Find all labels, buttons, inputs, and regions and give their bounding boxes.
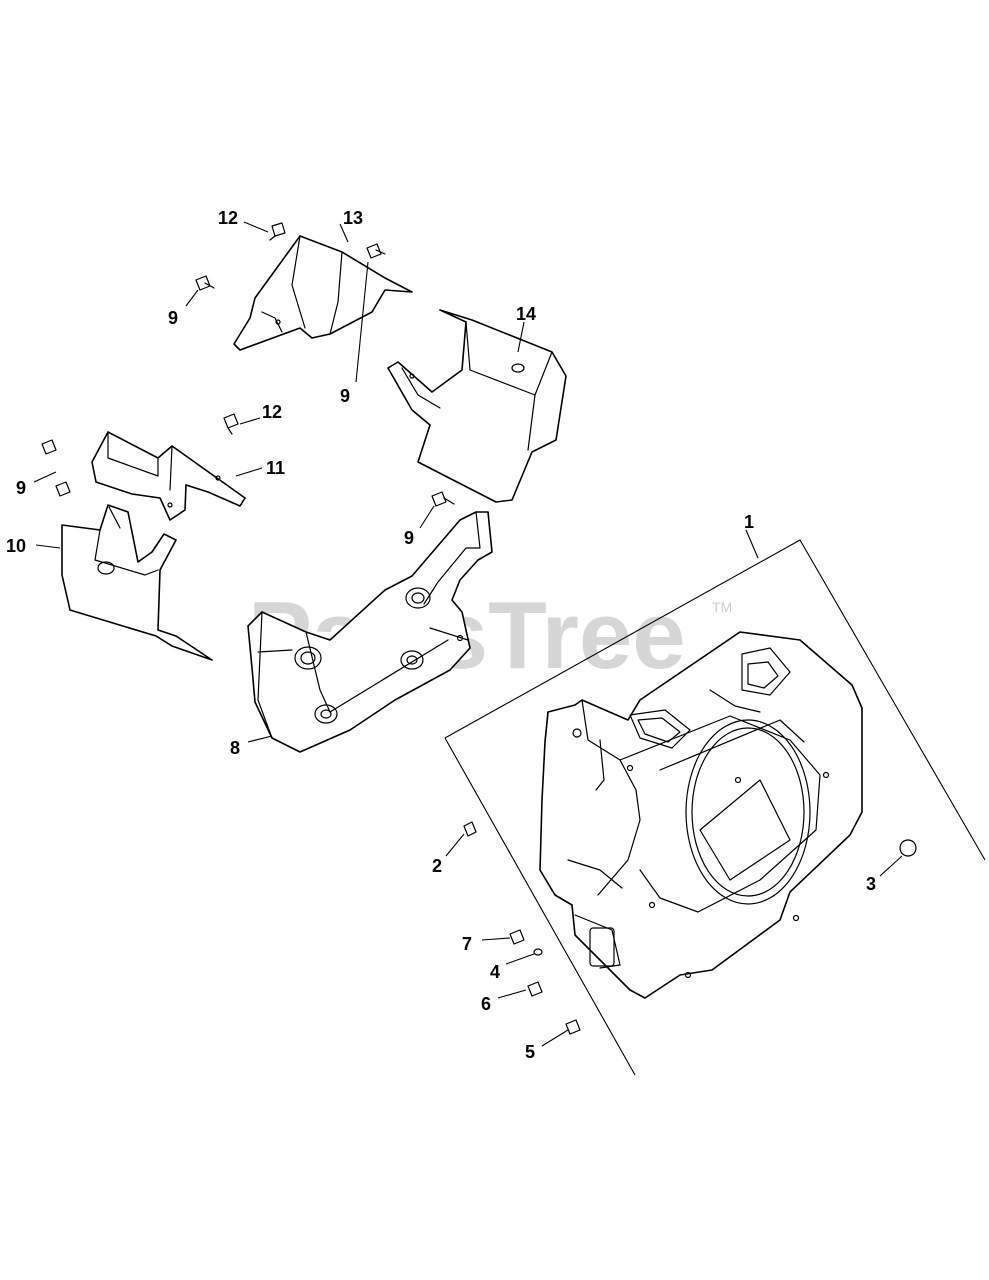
callout-2: 2	[432, 856, 442, 876]
callout-7: 7	[462, 934, 472, 954]
fastener-7-screw[interactable]	[509, 929, 525, 945]
fastener-12-b-screw[interactable]	[223, 413, 239, 435]
part-8-backplate[interactable]	[247, 511, 493, 753]
fastener-9-a-screw[interactable]	[195, 275, 215, 291]
part-14-shroud[interactable]	[387, 309, 567, 503]
part-1-blower-housing[interactable]	[539, 631, 863, 999]
fastener-4-washer[interactable]	[533, 948, 543, 956]
callout-9-b: 9	[340, 386, 350, 406]
callout-9-c: 9	[16, 478, 26, 498]
callout-9-a: 9	[168, 308, 178, 328]
part-13-baffle[interactable]	[233, 235, 413, 351]
callout-3: 3	[866, 874, 876, 894]
callout-5: 5	[525, 1042, 535, 1062]
fastener-2-fitting[interactable]	[463, 821, 477, 837]
callout-1: 1	[744, 512, 754, 532]
callout-9-d: 9	[404, 528, 414, 548]
callout-6: 6	[481, 994, 491, 1014]
fastener-9-b-screw[interactable]	[366, 243, 386, 259]
callout-labels: 12 13 9 14 9 12 11 9 10 9 1 8 2 3 7 4 6 …	[6, 208, 876, 1062]
callout-10: 10	[6, 536, 26, 556]
callout-12-b: 12	[262, 402, 282, 422]
part-11-bracket[interactable]	[91, 431, 246, 521]
callout-13: 13	[343, 208, 363, 228]
callout-8: 8	[230, 738, 240, 758]
fastener-9-d-screw[interactable]	[431, 491, 455, 507]
fastener-6-screw[interactable]	[527, 981, 543, 997]
fastener-9-c-screw[interactable]	[41, 439, 71, 497]
fastener-12-a-screw[interactable]	[269, 222, 286, 241]
callout-14: 14	[516, 304, 536, 324]
leader-lines	[33, 221, 903, 1047]
assembly-outline	[444, 539, 986, 1076]
callout-11: 11	[266, 458, 285, 478]
callout-4: 4	[490, 962, 500, 982]
part-10-shroud[interactable]	[61, 504, 213, 661]
fastener-5-screw[interactable]	[565, 1019, 581, 1035]
fastener-3-plug[interactable]	[899, 839, 917, 857]
watermark-trademark: TM	[712, 599, 732, 615]
callout-12-a: 12	[218, 208, 238, 228]
